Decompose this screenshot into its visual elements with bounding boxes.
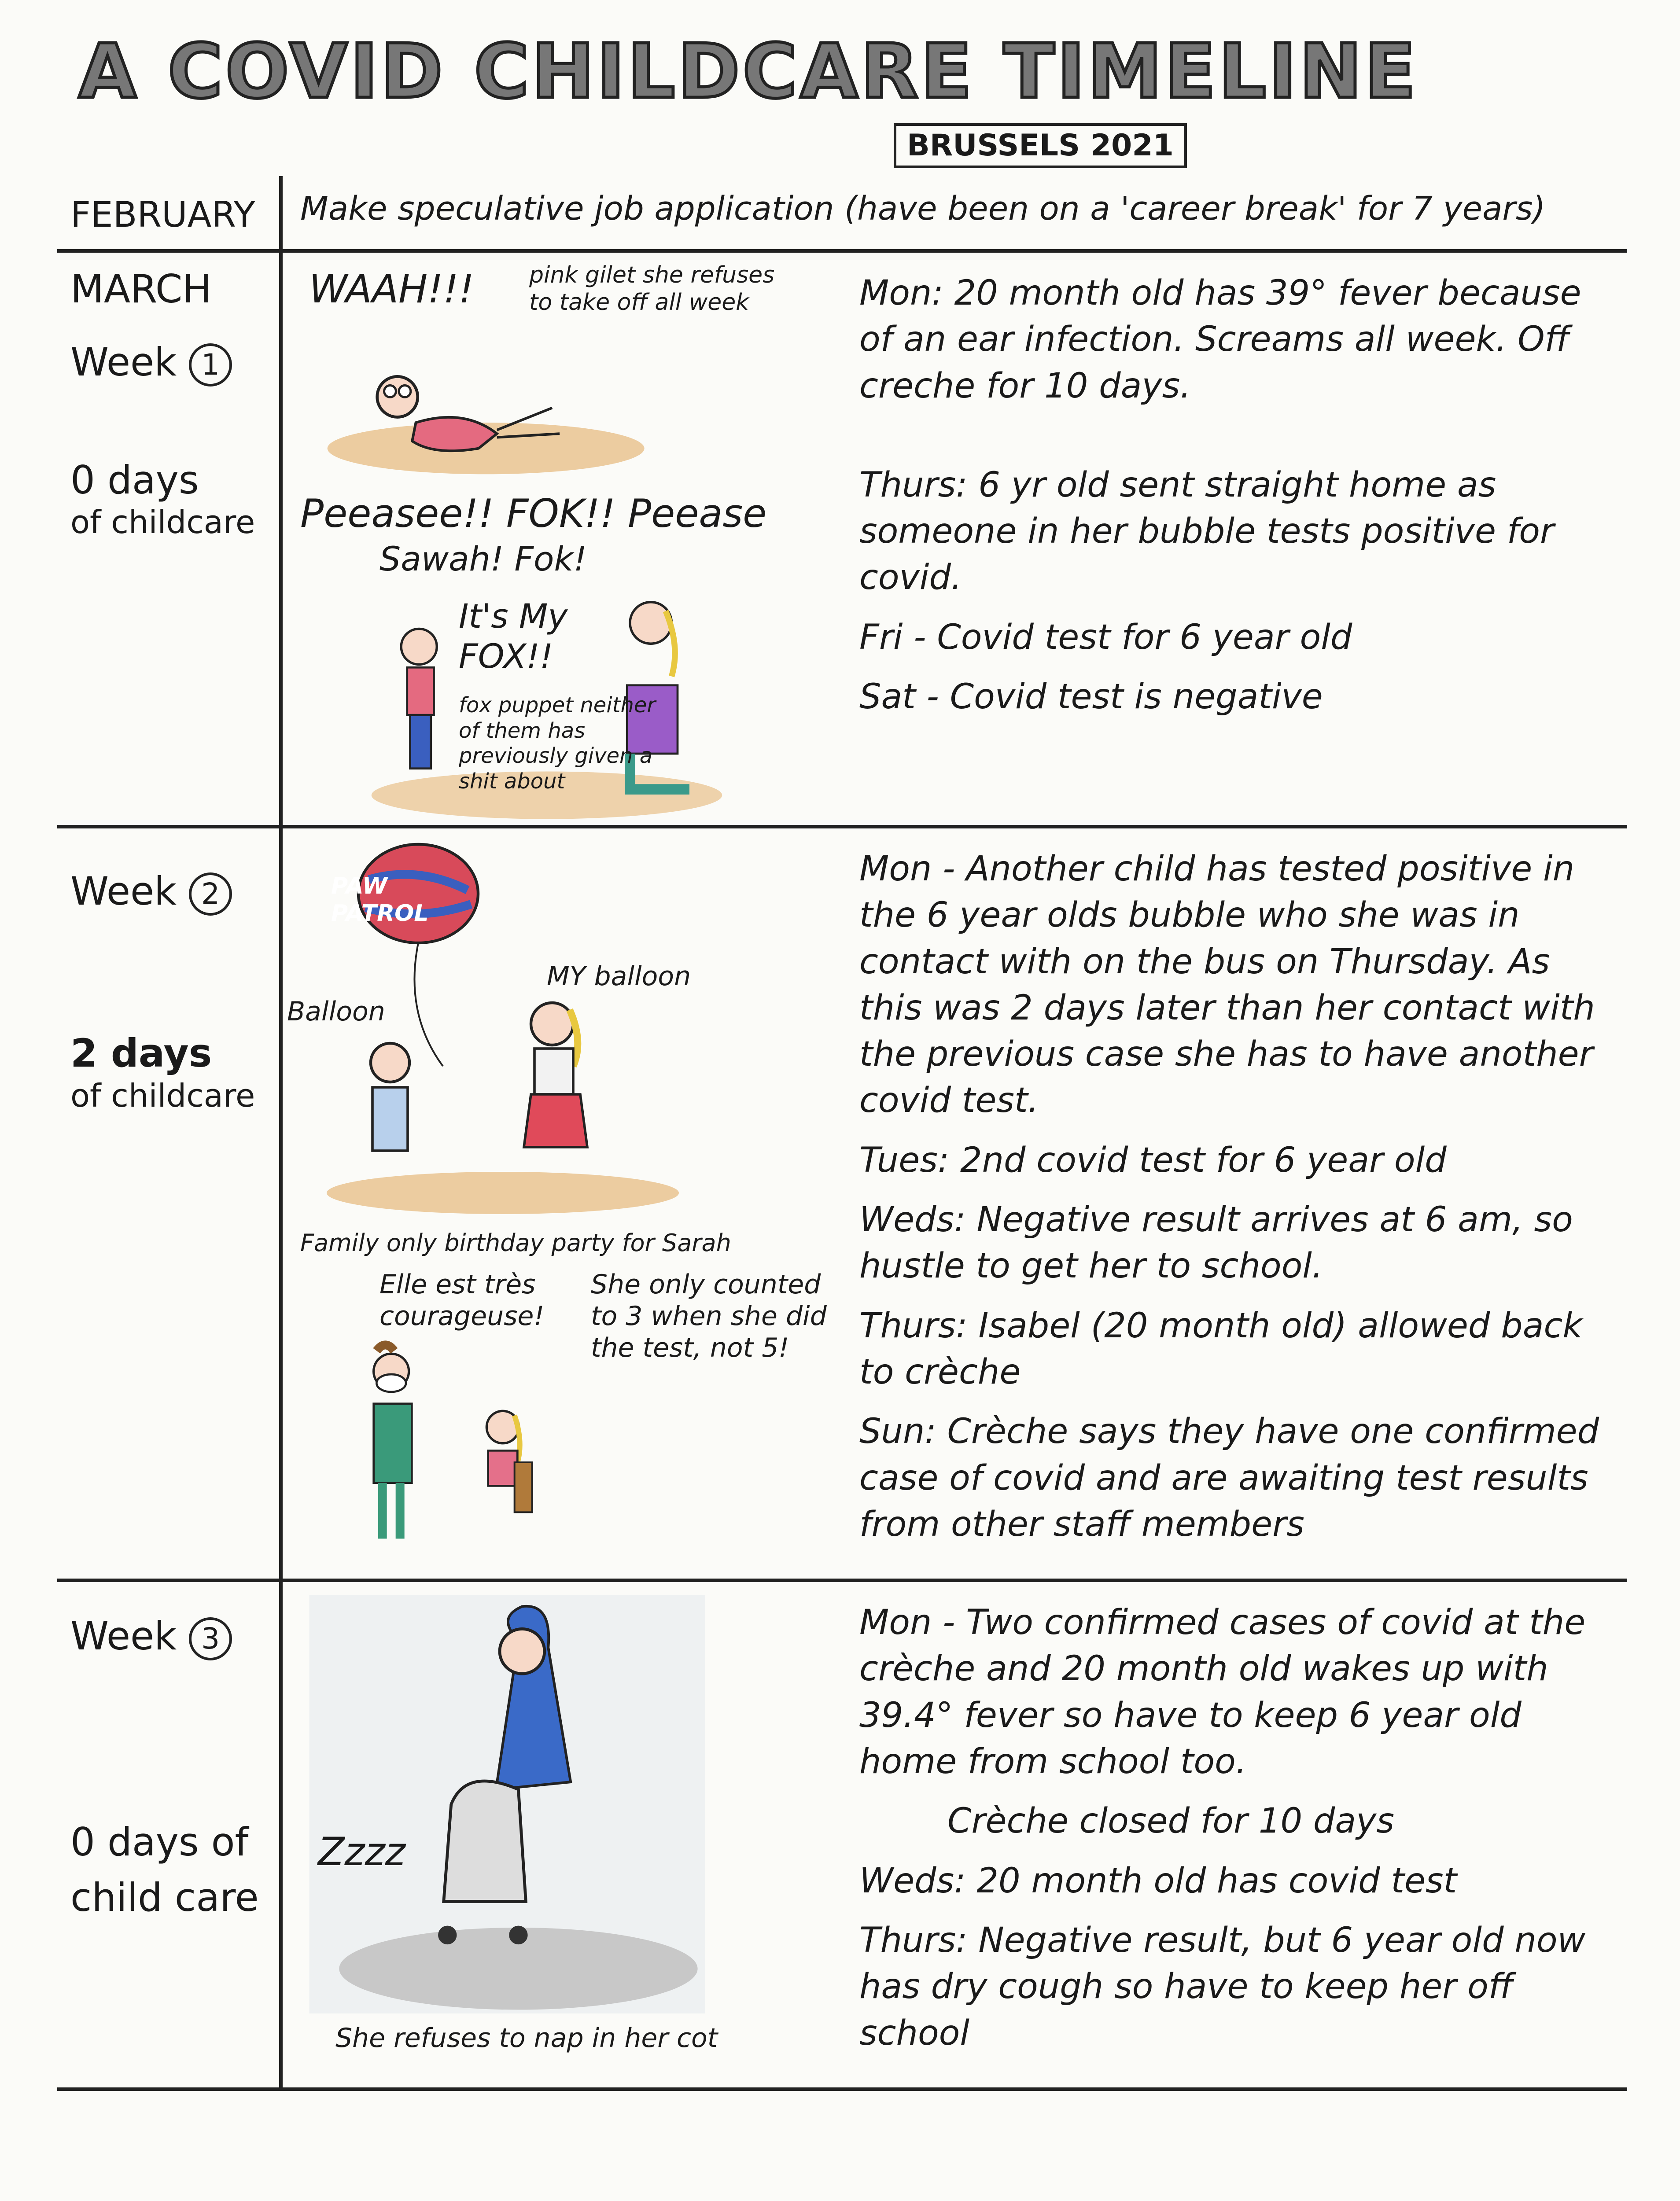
- week1-entry-fri: Fri - Covid test for 6 year old: [859, 615, 1614, 661]
- week1-childcare: of childcare: [70, 504, 255, 541]
- caption-please-fox: Peeasee!! FOK!! Peease: [300, 491, 767, 536]
- entry-text: 6 yr old sent straight home as someone i…: [859, 465, 1555, 598]
- week3-entry-closed: Crèche closed for 10 days: [859, 1798, 1614, 1844]
- week2-row: Week 2 2 days of childcare PAW PATROL Ba…: [57, 828, 1627, 1583]
- page-title: A COVID CHILDCARE TIMELINE: [77, 28, 1418, 115]
- entry-day: Thurs:: [859, 1306, 968, 1346]
- caption-fox-puppet: fox puppet neither of them has previousl…: [459, 693, 656, 794]
- week1-notes: Mon: 20 month old has 39° fever because …: [842, 253, 1627, 825]
- caption-birthday-party: Family only birthday party for Sarah: [300, 1229, 731, 1257]
- week2-entry-tues: Tues: 2nd covid test for 6 year old: [859, 1137, 1614, 1184]
- week3-days: 0 days of: [70, 1819, 249, 1865]
- week3-left: Week 3 0 days of child care: [57, 1582, 283, 2087]
- entry-day: Weds:: [859, 1861, 966, 1901]
- week2-illustrations: PAW PATROL Balloon MY balloon Family onl…: [283, 828, 842, 1550]
- rainy-walk-pushchair-illustration: [309, 1595, 705, 2014]
- sisters-fox-fight-illustration: [371, 601, 722, 819]
- entry-day: Mon -: [859, 1603, 955, 1643]
- caption-pink-gilet: pink gilet she refuses to take off all w…: [529, 262, 775, 316]
- caption-my-balloon: MY balloon: [547, 961, 691, 992]
- entry-day: Fri -: [859, 617, 926, 657]
- week-label: Week: [70, 869, 177, 914]
- header: A COVID CHILDCARE TIMELINE BRUSSELS 2021: [0, 0, 1680, 176]
- february-row: FEBRUARY Make speculative job applicatio…: [57, 176, 1627, 253]
- entry-text: Negative result, but 6 year old now has …: [859, 1920, 1586, 2053]
- february-left: FEBRUARY: [57, 176, 283, 249]
- week3-entry-thurs: Thurs: Negative result, but 6 year old n…: [859, 1918, 1614, 2057]
- caption-sawah-fok: Sawah! Fok!: [379, 539, 587, 578]
- week2-notes: Mon - Another child has tested positive …: [842, 828, 1627, 1579]
- week1-entry-mon: Mon: 20 month old has 39° fever because …: [859, 270, 1614, 409]
- week1-left: MARCH Week 1 0 days of childcare: [57, 253, 283, 825]
- week3-illustrations: Zzzz She refuses to nap in her cot: [283, 1582, 842, 2066]
- caption-zzzz: Zzzz: [318, 1829, 405, 1875]
- caption-refuses-nap: She refuses to nap in her cot: [335, 2023, 718, 2054]
- entry-text: Two confirmed cases of covid at the crèc…: [859, 1603, 1586, 1782]
- week1-row: MARCH Week 1 0 days of childcare WAAH!!!…: [57, 253, 1627, 828]
- entry-text: 20 month old has covid test: [976, 1861, 1457, 1901]
- caption-courageuse: Elle est très courageuse!: [379, 1269, 545, 1332]
- week1-illustrations: WAAH!!! pink gilet she refuses to take o…: [283, 253, 842, 825]
- week2-days: 2 days: [70, 1031, 212, 1076]
- week-label: Week: [70, 1613, 177, 1659]
- week2-left: Week 2 2 days of childcare: [57, 828, 283, 1579]
- week2-entry-mon: Mon - Another child has tested positive …: [859, 846, 1614, 1124]
- week3-entry-weds: Weds: 20 month old has covid test: [859, 1858, 1614, 1904]
- caption-its-my-fox: It's My FOX!!: [459, 596, 568, 676]
- birthday-party-illustration: [327, 843, 679, 1214]
- week2-entry-thurs: Thurs: Isabel (20 month old) allowed bac…: [859, 1303, 1614, 1396]
- entry-text: Covid test for 6 year old: [937, 617, 1352, 657]
- entry-text: Crèche closed for 10 days: [947, 1801, 1395, 1841]
- week2-entry-weds: Weds: Negative result arrives at 6 am, s…: [859, 1197, 1614, 1290]
- entry-text: Crèche says they have one confirmed case…: [859, 1412, 1599, 1544]
- caption-paw-patrol: PAW PATROL: [331, 873, 429, 927]
- month-february: FEBRUARY: [70, 194, 255, 235]
- entry-text: Another child has tested positive in the…: [859, 849, 1595, 1121]
- entry-text: Isabel (20 month old) allowed back to cr…: [859, 1306, 1583, 1392]
- week-label: Week: [70, 339, 177, 385]
- week2-label: Week 2: [70, 868, 279, 916]
- entry-day: Thurs:: [859, 1920, 968, 1960]
- week-number: 2: [189, 872, 232, 916]
- month-march: MARCH: [70, 266, 212, 312]
- week-number: 3: [189, 1617, 232, 1661]
- week1-entry-sat: Sat - Covid test is negative: [859, 674, 1614, 720]
- entry-day: Sun:: [859, 1412, 936, 1452]
- entry-day: Thurs:: [859, 465, 968, 505]
- caption-counted-to-3: She only counted to 3 when she did the t…: [591, 1269, 827, 1363]
- entry-day: Sat -: [859, 677, 939, 717]
- caption-waah: WAAH!!!: [309, 266, 475, 312]
- february-note: Make speculative job application (have b…: [300, 190, 1546, 228]
- week-number: 1: [189, 343, 232, 386]
- week3-childcare: child care: [70, 1874, 259, 1920]
- entry-text: 20 month old has 39° fever because of an…: [859, 273, 1581, 406]
- week1-days: 0 days: [70, 457, 199, 503]
- entry-text: 2nd covid test for 6 year old: [960, 1140, 1447, 1180]
- covid-test-illustration: [372, 1340, 533, 1539]
- crying-toddler-illustration: [327, 375, 645, 475]
- entry-day: Weds:: [859, 1200, 966, 1240]
- entry-day: Mon:: [859, 273, 943, 313]
- week2-childcare: of childcare: [70, 1077, 255, 1114]
- week1-entry-thurs: Thurs: 6 yr old sent straight home as so…: [859, 462, 1614, 601]
- week3-label: Week 3: [70, 1613, 279, 1661]
- week3-entry-mon: Mon - Two confirmed cases of covid at th…: [859, 1600, 1614, 1785]
- subtitle-badge: BRUSSELS 2021: [894, 123, 1187, 168]
- week1-label: Week 1: [70, 339, 279, 386]
- entry-text: Covid test is negative: [950, 677, 1323, 717]
- entry-day: Tues:: [859, 1140, 950, 1180]
- entry-text: Negative result arrives at 6 am, so hust…: [859, 1200, 1573, 1286]
- caption-balloon: Balloon: [287, 996, 385, 1027]
- week3-notes: Mon - Two confirmed cases of covid at th…: [842, 1582, 1627, 2087]
- entry-day: Mon -: [859, 849, 955, 889]
- week2-entry-sun: Sun: Crèche says they have one confirmed…: [859, 1409, 1614, 1548]
- week3-row: Week 3 0 days of child care Zzzz She ref…: [57, 1582, 1627, 2091]
